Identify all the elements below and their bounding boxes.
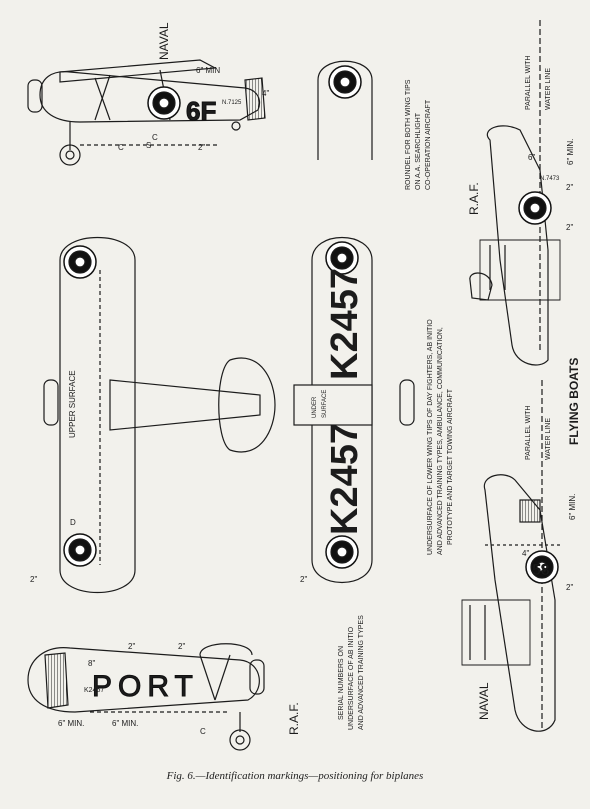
naval-side-heading: NAVAL [157,22,171,60]
raf-side-dim-8: 8" [88,659,95,668]
raf-side-view [27,643,265,751]
raf-boat-heading: R.A.F. [467,182,481,215]
raf-side-word: PORT [92,670,199,703]
underwing-note: UNDERSURFACE OF LOWER WING TIPS OF DAY F… [427,319,454,555]
naval-boat-parallel-2: WATER LINE [545,418,552,460]
plan-view-upper [43,236,276,594]
svg-text:SERIAL NUMBERS ON: SERIAL NUMBERS ON [338,646,345,720]
serial-lower: K2457 [324,423,366,535]
raf-boat-dim-6: 6" [528,153,535,162]
naval-side-dim-a: 4" [262,89,269,98]
naval-boat-dim-4: 4" [522,549,529,558]
svg-text:PROTOTYPE AND TARGET TOWING AI: PROTOTYPE AND TARGET TOWING AIRCRAFT [447,388,454,545]
naval-side-dim-c: C [118,143,124,152]
raf-side-min1: 6" MIN. [58,719,84,728]
svg-text:UNDERSURFACE OF AB INITIO: UNDERSURFACE OF AB INITIO [348,626,355,730]
plan-dim-2a: 2" [30,575,37,584]
serial-upper: K2457 [324,268,366,380]
svg-text:AND ADVANCED TRAINING TYPES, A: AND ADVANCED TRAINING TYPES, AMBULANCE, … [437,327,444,555]
naval-boat-heading: NAVAL [477,682,491,720]
plan-view-under [293,237,415,583]
raf-side-heading: R.A.F. [287,702,301,735]
naval-boat-parallel-1: PARALLEL WITH [525,406,532,460]
naval-boat-min-label: 6" MIN. [568,494,577,520]
naval-boat-dim-2: 2" [566,583,573,592]
raf-boat-parallel-2: WATER LINE [545,68,552,110]
raf-boat-serial: N.7473 [540,176,560,182]
naval-flying-boat [461,380,560,732]
raf-side-dim-2a: 2" [128,642,135,651]
naval-side-dim-2: 2" [198,143,205,152]
naval-side-view [27,59,266,166]
svg-text:CO-OPERATION AIRCRAFT: CO-OPERATION AIRCRAFT [425,99,432,190]
roundel-note: ROUNDEL FOR BOTH WING TIPS ON A.A. SEARC… [405,79,432,190]
naval-side-small-serial: N.7125 [222,100,242,106]
plan-dim-d: D [70,518,76,527]
roundel-wingtip-view [317,60,373,160]
raf-side-dim-2b: 2" [178,642,185,651]
raf-boat-dim-2a: 2" [566,183,573,192]
raf-flying-boat [469,20,561,366]
naval-side-code: 6F [186,96,216,126]
raf-side-serial: K2457 [84,687,104,694]
raf-boat-min-label: 6" MIN. [566,139,575,165]
naval-side-dim-s: S [146,141,151,150]
flying-boats-title: FLYING BOATS [567,358,581,445]
plan-dim-2b: 2" [300,575,307,584]
under-surface-1: UNDER [312,396,318,418]
raf-boat-parallel-1: PARALLEL WITH [525,56,532,110]
svg-text:ON A.A. SEARCHLIGHT: ON A.A. SEARCHLIGHT [415,112,422,190]
raf-side-dim-c: C [200,727,206,736]
raf-boat-dim-2b: 2" [566,223,573,232]
naval-boat-code: 58 [532,562,550,579]
figure-caption: Fig. 6.—Identification markings—position… [166,770,424,782]
raf-side-min2: 6" MIN. [112,719,138,728]
svg-text:AND ADVANCED TRAINING TYPES: AND ADVANCED TRAINING TYPES [358,615,365,730]
svg-text:ROUNDEL FOR BOTH WING TIPS: ROUNDEL FOR BOTH WING TIPS [405,79,412,190]
upper-surface-label: UPPER SURFACE [68,370,77,438]
naval-side-dim-c2: C [152,133,158,142]
serial-note: SERIAL NUMBERS ON UNDERSURFACE OF AB INI… [338,615,365,730]
under-surface-2: SURFACE [322,390,328,418]
naval-side-min-label: 6" MIN [196,66,220,75]
svg-text:UNDERSURFACE OF LOWER WING TIP: UNDERSURFACE OF LOWER WING TIPS OF DAY F… [427,319,434,555]
